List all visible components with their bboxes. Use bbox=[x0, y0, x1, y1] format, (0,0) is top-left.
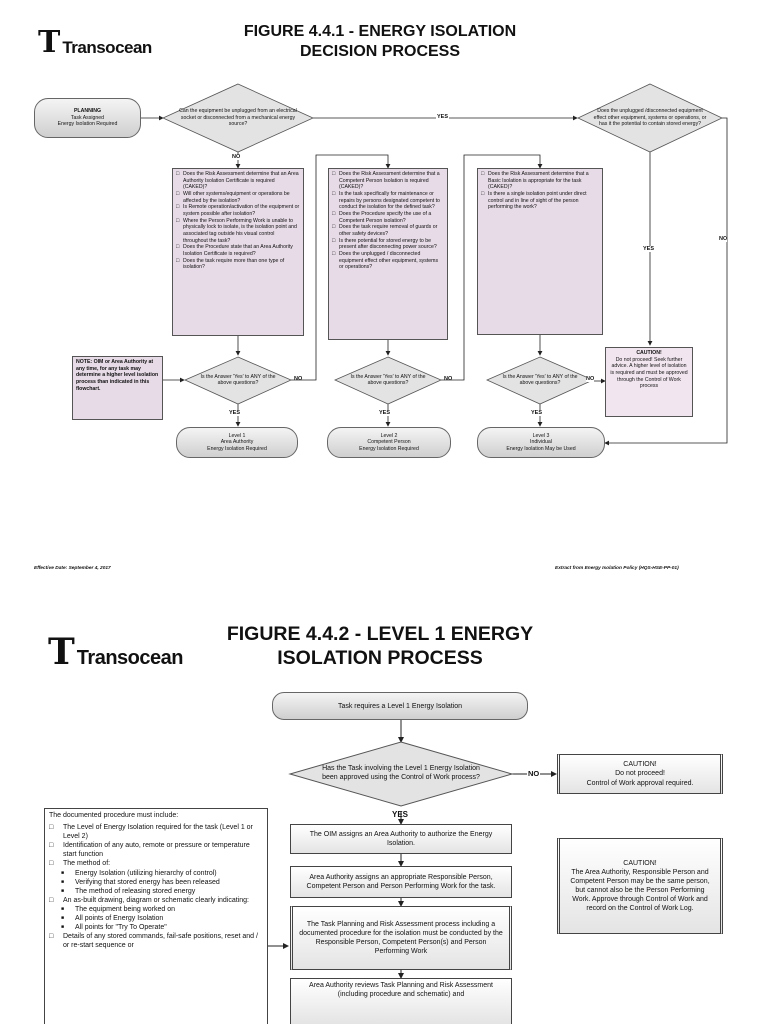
step-task-planning: The Task Planning and Risk Assessment pr… bbox=[290, 906, 512, 970]
question-item: Does the Risk Assessment determine that … bbox=[481, 171, 599, 191]
question-box-level-1: Does the Risk Assessment determine that … bbox=[172, 168, 304, 336]
doc-list-title: The documented procedure must include: bbox=[49, 812, 179, 819]
figure-1-title: FIGURE 4.4.1 - ENERGY ISOLATION DECISION… bbox=[243, 23, 517, 60]
start-box-fig2: Task requires a Level 1 Energy Isolation bbox=[272, 692, 528, 720]
decision-diamond-2 bbox=[577, 83, 723, 153]
decision-diamond-q1 bbox=[184, 356, 292, 405]
yes-label-dq2: YES bbox=[379, 410, 391, 416]
dq1-text: Is the Answer 'Yes' to ANY of the above … bbox=[200, 373, 276, 387]
doc-list-item: Details of any stored commands, fail-saf… bbox=[49, 932, 263, 950]
doc-list-item: Energy Isolation (utilizing hierarchy of… bbox=[49, 869, 263, 878]
yes-label-1: YES bbox=[436, 114, 450, 120]
question-box-level-2: Does the Risk Assessment determine that … bbox=[328, 168, 448, 340]
figure-2-connectors bbox=[268, 720, 557, 979]
doc-list-item: An as-built drawing, diagram or schemati… bbox=[49, 896, 263, 905]
question-item: Does the Risk Assessment determine that … bbox=[176, 171, 300, 191]
no-label-1: NO bbox=[232, 154, 241, 160]
question-item: Is there a single isolation point under … bbox=[481, 191, 599, 211]
doc-list-item: The Level of Energy Isolation required f… bbox=[49, 823, 263, 841]
doc-list-item: All points of Energy Isolation bbox=[49, 914, 263, 923]
caution-box-figure-1: CAUTION! Do not proceed! Seek further ad… bbox=[605, 347, 693, 417]
level-3-box: Level 3 Individual Energy Isolation May … bbox=[477, 427, 605, 458]
figure-1-connectors bbox=[141, 83, 728, 446]
transocean-logo-icon-2: Τ bbox=[48, 631, 75, 673]
documented-procedure-list: The documented procedure must include: T… bbox=[44, 808, 268, 1024]
yes-label-2: YES bbox=[643, 246, 655, 252]
question-item: Will other systems/equipment or operatio… bbox=[176, 191, 300, 204]
no-label-dq1: NO bbox=[294, 376, 303, 382]
footer-extract: Extract from Energy Isolation Policy (HQ… bbox=[555, 566, 679, 571]
transocean-logo-2: Τ Transocean bbox=[48, 634, 183, 670]
decision-1-text: Can the equipment be unplugged from an e… bbox=[179, 108, 297, 128]
caution-box-fig2-1: CAUTION! Do not proceed! Control of Work… bbox=[557, 754, 723, 794]
question-item: Does the task require removal of guards … bbox=[332, 224, 444, 237]
question-item: Is the task specifically for maintenance… bbox=[332, 191, 444, 211]
question-item: Does the Procedure specify the use of a … bbox=[332, 211, 444, 224]
logo-text-2: Transocean bbox=[76, 647, 184, 669]
decision-fig2-text: Has the Task involving the Level 1 Energ… bbox=[322, 765, 480, 781]
decision-diamond-q2 bbox=[334, 356, 442, 405]
transocean-logo-icon: Τ bbox=[38, 25, 61, 60]
yes-label-fig2: YES bbox=[392, 810, 409, 819]
question-item: Does the Procedure state that an Area Au… bbox=[176, 244, 300, 257]
doc-list-item: All points for "Try To Operate" bbox=[49, 923, 263, 932]
logo-text: Transocean bbox=[62, 38, 152, 57]
footer-effective-date: Effective Date: September 4, 2017 bbox=[34, 566, 111, 571]
step-oim-assigns: The OIM assigns an Area Authority to aut… bbox=[290, 824, 512, 854]
question-item: Does the task require more than one type… bbox=[176, 258, 300, 271]
question-item: Does the Risk Assessment determine that … bbox=[332, 171, 444, 191]
yes-label-dq3: YES bbox=[531, 410, 543, 416]
question-item: Does the unplugged / disconnected equipm… bbox=[332, 251, 444, 271]
yes-label-dq1: YES bbox=[229, 410, 241, 416]
decision-diamond-1 bbox=[162, 83, 314, 153]
level-1-box: Level 1 Area Authority Energy Isolation … bbox=[176, 427, 298, 458]
step-area-authority-assigns: Area Authority assigns an appropriate Re… bbox=[290, 866, 512, 898]
no-label-2: NO bbox=[719, 236, 728, 242]
question-item: Is Remote operation/activation of the eq… bbox=[176, 204, 300, 217]
dq3-text: Is the Answer 'Yes' to ANY of the above … bbox=[502, 373, 578, 387]
decision-diamond-fig2 bbox=[288, 741, 514, 807]
doc-list-item: The method of releasing stored energy bbox=[49, 887, 263, 896]
no-label-dq2: NO bbox=[444, 376, 453, 382]
doc-list-item: The method of: bbox=[49, 859, 263, 868]
figure-2-title: FIGURE 4.4.2 - LEVEL 1 ENERGY ISOLATION … bbox=[226, 623, 534, 670]
transocean-logo: Τ Transocean bbox=[38, 28, 152, 58]
question-item: Where the Person Performing Work is unab… bbox=[176, 218, 300, 245]
planning-box: PLANNING Task Assigned Energy Isolation … bbox=[34, 98, 141, 138]
step-area-authority-reviews: Area Authority reviews Task Planning and… bbox=[290, 978, 512, 1024]
doc-list-item: The equipment being worked on bbox=[49, 905, 263, 914]
level-2-box: Level 2 Competent Person Energy Isolatio… bbox=[327, 427, 451, 458]
note-box: NOTE: OIM or Area Authority at any time,… bbox=[72, 356, 163, 420]
decision-2-text: Does the unplugged /disconnected equipme… bbox=[593, 108, 707, 128]
caution-box-fig2-2: CAUTION! The Area Authority, Responsible… bbox=[557, 838, 723, 934]
doc-list-item: Verifying that stored energy has been re… bbox=[49, 878, 263, 887]
question-box-level-3: Does the Risk Assessment determine that … bbox=[477, 168, 603, 335]
dq2-text: Is the Answer 'Yes' to ANY of the above … bbox=[350, 373, 426, 387]
no-label-fig2: NO bbox=[527, 769, 541, 778]
no-label-dq3: NO bbox=[586, 376, 595, 382]
decision-diamond-q3 bbox=[486, 356, 594, 405]
doc-list-item: Identification of any auto, remote or pr… bbox=[49, 841, 263, 859]
question-item: Is there potential for stored energy to … bbox=[332, 238, 444, 251]
